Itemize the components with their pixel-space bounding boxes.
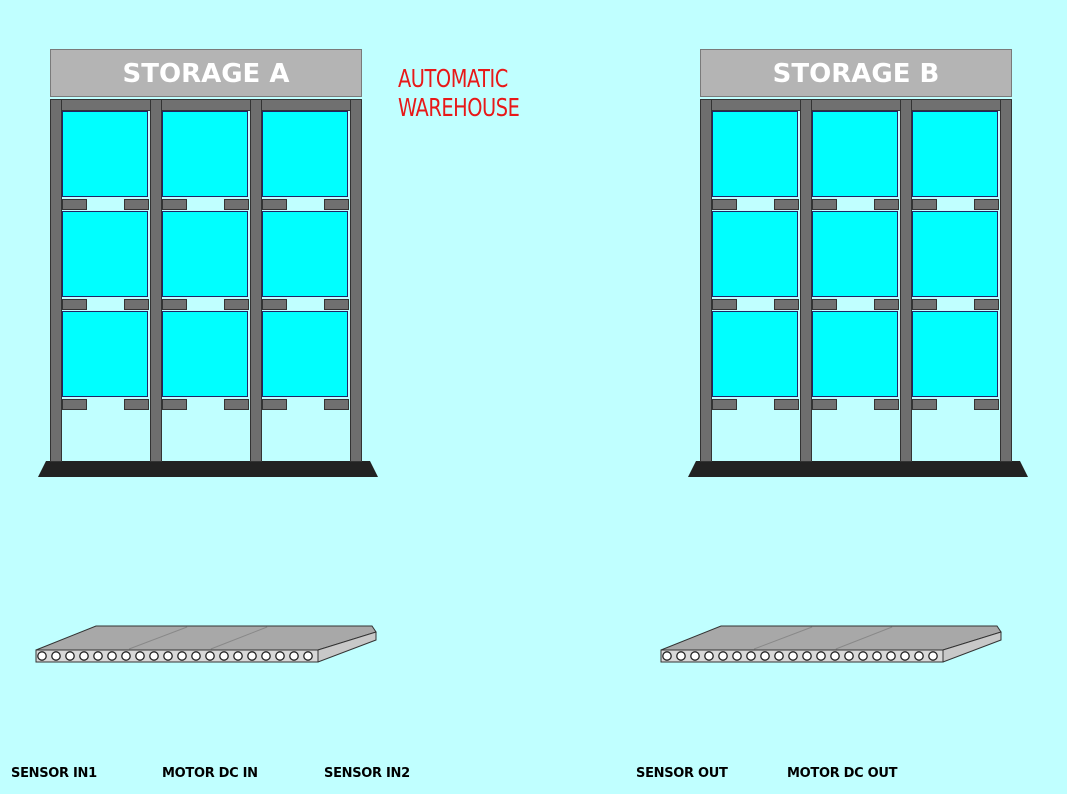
storage-b-shelf-bracket [712,399,737,410]
storage-a-bin[interactable] [162,311,248,397]
storage-a-bin[interactable] [262,211,348,297]
storage-b-shelf-bracket [712,199,737,210]
storage-b-post [1000,99,1012,462]
storage-a-post [350,99,362,462]
storage-b-bin[interactable] [912,311,998,397]
storage-a-shelf-bracket [124,199,149,210]
storage-b-shelf-bracket [912,199,937,210]
storage-a-bin[interactable] [62,311,148,397]
storage-b-shelf-bracket [874,399,899,410]
storage-a-rack: STORAGE A [38,49,378,479]
conveyor-out [660,625,1002,663]
storage-b-top-beam [700,99,1012,111]
storage-b-header: STORAGE B [700,49,1012,97]
sensor-in2-label[interactable]: SENSOR IN2 [324,766,410,781]
storage-a-post [150,99,162,462]
storage-b-shelf-bracket [812,399,837,410]
storage-b-post [700,99,712,462]
storage-b-rack: STORAGE B [688,49,1028,479]
storage-b-shelf-bracket [912,399,937,410]
motor-dc-in-label[interactable]: MOTOR DC IN [162,766,258,781]
storage-b-shelf-bracket [774,199,799,210]
storage-a-shelf-bracket [262,199,287,210]
page-title: AUTOMATIC WAREHOUSE [398,64,520,122]
storage-b-shelf-bracket [874,299,899,310]
storage-a-top-beam [50,99,362,111]
motor-dc-out-label[interactable]: MOTOR DC OUT [787,766,898,781]
storage-a-shelf-bracket [262,399,287,410]
storage-a-shelf-bracket [224,299,249,310]
storage-b-shelf-bracket [912,299,937,310]
storage-b-bin[interactable] [812,311,898,397]
storage-b-shelf-bracket [874,199,899,210]
storage-b-bin[interactable] [712,311,798,397]
storage-b-bin[interactable] [712,211,798,297]
storage-b-base [688,461,1028,477]
storage-b-post [900,99,912,462]
storage-b-shelf-bracket [974,199,999,210]
storage-a-shelf-bracket [124,299,149,310]
storage-a-shelf-bracket [324,299,349,310]
storage-b-shelf-bracket [974,399,999,410]
storage-a-post [250,99,262,462]
storage-a-shelf-bracket [62,399,87,410]
storage-a-shelf-bracket [162,399,187,410]
storage-a-shelf-bracket [62,199,87,210]
storage-b-shelf-bracket [712,299,737,310]
storage-b-shelf-bracket [974,299,999,310]
storage-a-shelf-bracket [324,399,349,410]
storage-b-shelf-bracket [812,199,837,210]
storage-b-bin[interactable] [812,111,898,197]
storage-b-shelf-bracket [774,299,799,310]
storage-a-shelf-bracket [262,299,287,310]
conveyor-in [35,625,377,663]
storage-b-shelf-bracket [774,399,799,410]
storage-a-shelf-bracket [162,199,187,210]
sensor-out-label[interactable]: SENSOR OUT [636,766,728,781]
storage-a-shelf-bracket [224,199,249,210]
storage-a-shelf-bracket [224,399,249,410]
storage-b-bin[interactable] [912,211,998,297]
storage-b-post [800,99,812,462]
storage-a-header: STORAGE A [50,49,362,97]
storage-a-bin[interactable] [162,111,248,197]
storage-a-bin[interactable] [262,111,348,197]
storage-a-shelf-bracket [124,399,149,410]
storage-b-bin[interactable] [912,111,998,197]
storage-a-shelf-bracket [162,299,187,310]
storage-a-shelf-bracket [324,199,349,210]
storage-a-bin[interactable] [62,111,148,197]
storage-a-bin[interactable] [62,211,148,297]
sensor-in1-label[interactable]: SENSOR IN1 [11,766,97,781]
storage-a-shelf-bracket [62,299,87,310]
storage-a-base [38,461,378,477]
storage-a-bin[interactable] [262,311,348,397]
storage-b-bin[interactable] [712,111,798,197]
storage-a-bin[interactable] [162,211,248,297]
storage-a-post [50,99,62,462]
storage-b-bin[interactable] [812,211,898,297]
storage-b-shelf-bracket [812,299,837,310]
